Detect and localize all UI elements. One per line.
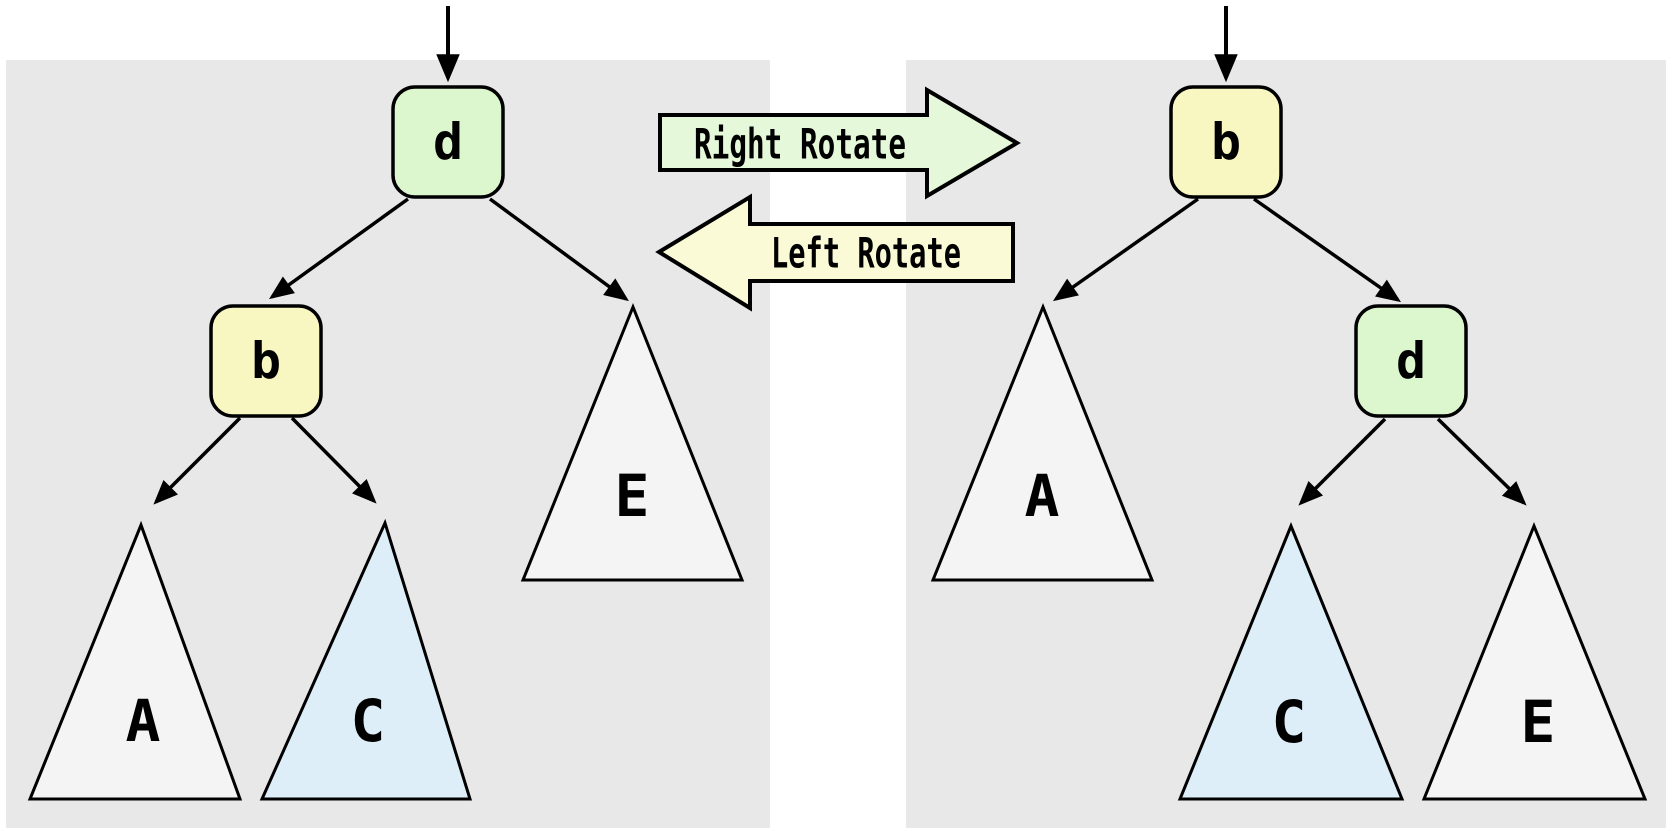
rotate-arrows: Right Rotate Left Rotate	[655, 86, 1021, 312]
right-subtree-C-label: C	[1272, 688, 1307, 756]
left-subtree-A-label: A	[126, 687, 161, 755]
left-tree: d b A C E	[27, 6, 745, 801]
right-node-d	[1354, 304, 1468, 418]
right-edge-b-to-A	[1052, 197, 1200, 302]
right-edge-b-to-d	[1252, 197, 1402, 303]
left-subtree-A	[27, 520, 243, 801]
left-edge-d-to-b	[269, 197, 410, 300]
right-node-d-label: d	[1396, 332, 1426, 390]
left-node-b	[209, 304, 323, 418]
left-subtree-E	[520, 302, 745, 582]
left-rotate-arrow-icon	[655, 193, 1015, 312]
right-tree: b d A C E	[930, 6, 1648, 801]
left-node-b-label: b	[251, 332, 281, 390]
right-edge-d-to-C	[1298, 417, 1387, 506]
right-edge-d-to-E	[1436, 417, 1527, 506]
right-subtree-E	[1421, 522, 1648, 801]
right-rotate-label: Right Rotate	[694, 120, 906, 169]
left-edge-b-to-A	[153, 416, 242, 505]
right-node-b-label: b	[1211, 113, 1241, 171]
left-node-d	[391, 85, 505, 199]
right-rotate-arrow-icon	[658, 86, 1021, 200]
left-rotate-label: Left Rotate	[771, 229, 961, 278]
left-edge-b-to-C	[290, 416, 377, 504]
right-node-b	[1169, 85, 1283, 199]
left-node-d-label: d	[433, 113, 463, 171]
right-subtree-C	[1177, 522, 1405, 801]
right-subtree-A-label: A	[1025, 462, 1060, 530]
left-subtree-C-label: C	[351, 687, 386, 755]
left-subtree-C	[259, 518, 473, 801]
right-subtree-A	[930, 302, 1155, 582]
left-edge-d-to-E	[488, 197, 629, 302]
left-subtree-E-label: E	[615, 462, 650, 530]
right-subtree-E-label: E	[1521, 688, 1556, 756]
